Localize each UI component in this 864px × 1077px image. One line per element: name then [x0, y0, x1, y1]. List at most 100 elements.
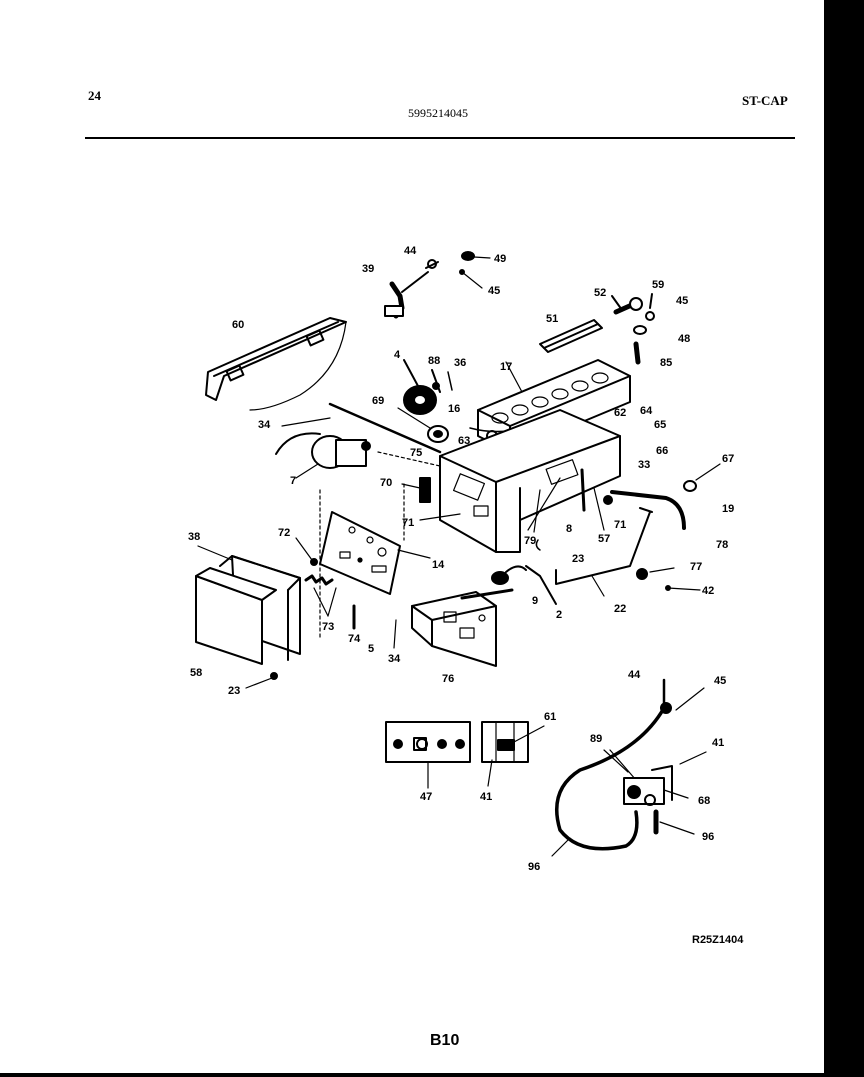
- callout-17: 17: [500, 361, 512, 373]
- callout-49: 49: [494, 253, 506, 265]
- callout-45-bottom: 45: [714, 675, 726, 687]
- callout-85: 85: [660, 357, 672, 369]
- callout-96-right: 96: [702, 831, 714, 843]
- part-9-gear-arm: [491, 565, 527, 585]
- part-number: 5995214045: [408, 106, 468, 120]
- callout-23-bottom: 23: [228, 685, 240, 697]
- callout-62: 62: [614, 407, 626, 419]
- part-69-cam: [397, 407, 449, 443]
- part-71-screw-b: [603, 495, 613, 505]
- callout-7: 7: [290, 475, 296, 487]
- part-42-screw: [665, 585, 701, 591]
- callout-44-bottom: 44: [628, 669, 641, 681]
- page-label: B10: [430, 1032, 460, 1049]
- part-70-bracket: [401, 477, 431, 503]
- callout-69: 69: [372, 395, 384, 407]
- callout-63: 63: [458, 435, 470, 447]
- part-79-lever: [527, 477, 561, 533]
- part-34-wire-a: [281, 402, 442, 454]
- callout-77: 77: [690, 561, 702, 573]
- callout-64: 64: [640, 405, 653, 417]
- callout-70: 70: [380, 477, 392, 489]
- part-49-washer: [461, 251, 491, 261]
- callout-76: 76: [442, 673, 454, 685]
- part-57-spring: [593, 487, 605, 531]
- part-51-heater: [539, 319, 603, 353]
- callout-60: 60: [232, 319, 244, 331]
- scan-edge-bottom: [0, 1073, 864, 1077]
- part-58-front-panel: [195, 567, 277, 665]
- callout-47: 47: [420, 791, 432, 803]
- callout-2: 2: [556, 609, 562, 621]
- part-96-water-tube: [551, 706, 666, 857]
- callout-34-bottom: 34: [388, 653, 401, 665]
- callout-61: 61: [544, 711, 556, 723]
- part-89-fitting: [603, 749, 637, 781]
- callout-71-right: 71: [614, 519, 626, 531]
- callout-45-right: 45: [676, 295, 688, 307]
- part-88-screw: [431, 369, 441, 393]
- callout-19: 19: [722, 503, 734, 515]
- callout-8: 8: [566, 523, 572, 535]
- part-68-valve: [623, 751, 707, 806]
- callout-48: 48: [678, 333, 690, 345]
- callout-65: 65: [654, 419, 666, 431]
- part-85-pin: [633, 341, 641, 365]
- part-19-grommet: [683, 463, 721, 492]
- part-73-spring: [304, 574, 337, 617]
- callout-42: 42: [702, 585, 714, 597]
- callout-72: 72: [278, 527, 290, 539]
- scan-edge-right: [824, 0, 864, 1077]
- part-61-valve-kit: [481, 721, 545, 787]
- callout-41-right: 41: [712, 737, 724, 749]
- part-47-hardware-kit: [385, 721, 471, 789]
- callout-58: 58: [190, 667, 202, 679]
- page-number: 24: [88, 88, 101, 103]
- part-45-screw-c: [675, 687, 705, 711]
- callout-23-mid: 23: [572, 553, 584, 565]
- callout-5: 5: [368, 643, 374, 655]
- callout-52: 52: [594, 287, 606, 299]
- callout-79: 79: [524, 535, 536, 547]
- part-78-fill-cup: [610, 490, 686, 530]
- part-36-screw: [447, 371, 453, 391]
- callout-16: 16: [448, 403, 460, 415]
- callout-57: 57: [598, 533, 610, 545]
- callout-75: 75: [410, 447, 422, 459]
- part-77-nut: [636, 567, 675, 580]
- callout-45-top: 45: [488, 285, 500, 297]
- callout-38: 38: [188, 531, 200, 543]
- callout-39: 39: [362, 263, 374, 275]
- part-72-screw: [295, 537, 318, 566]
- callout-4: 4: [394, 349, 401, 361]
- callout-22: 22: [614, 603, 626, 615]
- callout-36: 36: [454, 357, 466, 369]
- callout-71-left: 71: [402, 517, 414, 529]
- callout-96-left: 96: [528, 861, 540, 873]
- callout-66: 66: [656, 445, 668, 457]
- part-7-motor: [275, 432, 371, 479]
- part-2-shutoff-arm: [525, 565, 557, 605]
- callout-34-left: 34: [258, 419, 271, 431]
- part-34-screw-b: [393, 619, 397, 649]
- part-5-control-board: [319, 511, 431, 595]
- callout-51: 51: [546, 313, 558, 325]
- part-76-switch-plate: [411, 588, 514, 667]
- callout-44-top: 44: [404, 245, 417, 257]
- part-48-ring: [633, 325, 647, 335]
- part-60-front-trim: [205, 317, 347, 411]
- part-52-shaft: [611, 295, 643, 315]
- header-rule: [85, 137, 795, 139]
- drawing-code: R25Z1404: [692, 934, 744, 946]
- part-39-fill-tube: [384, 271, 429, 319]
- part-71-screw-a: [419, 513, 461, 521]
- part-59-nut: [645, 293, 655, 321]
- callout-68: 68: [698, 795, 710, 807]
- callout-41-bottom: 41: [480, 791, 492, 803]
- callout-14: 14: [432, 559, 445, 571]
- callout-9: 9: [532, 595, 538, 607]
- callout-67: 67: [722, 453, 734, 465]
- part-96-tube-b: [653, 809, 695, 835]
- part-44-clamp-b: [660, 678, 672, 714]
